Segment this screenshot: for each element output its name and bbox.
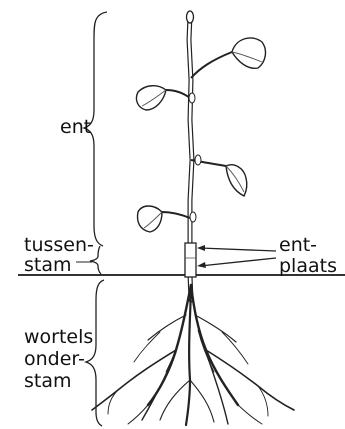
rootstock-label-line2: onder- — [24, 349, 85, 370]
graft-label-line1: ent- — [279, 235, 317, 256]
graft-label-line2: plaats — [279, 256, 337, 277]
rootstock-label-line3: stam — [24, 371, 72, 392]
rootstock-label-line1: wortels — [24, 327, 93, 348]
graft-union — [185, 243, 196, 277]
interstock-label-line1: tussen- — [24, 235, 94, 256]
shoot-tip — [187, 11, 194, 23]
interstock-label-line2: stam — [24, 255, 72, 276]
scion-label: ent — [60, 117, 91, 138]
